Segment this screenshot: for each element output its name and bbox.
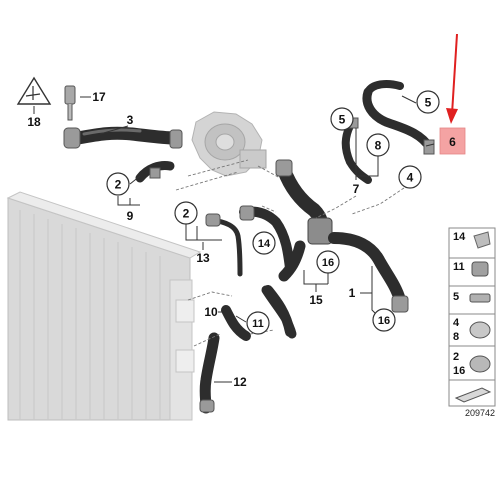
red-arrow-icon <box>446 33 458 124</box>
hose-12 <box>199 332 220 414</box>
connector-lines <box>175 159 405 347</box>
label-12: 12 <box>233 375 247 389</box>
callout-5-a: 5 <box>330 107 354 131</box>
svg-text:2: 2 <box>183 207 190 221</box>
callout-16-a: 16 <box>316 250 340 274</box>
hose-1 <box>328 232 409 313</box>
callout-14: 14 <box>252 231 276 255</box>
clip-icon <box>473 231 491 249</box>
svg-text:4: 4 <box>453 317 460 329</box>
svg-text:8: 8 <box>453 331 459 343</box>
label-10: 10 <box>204 305 218 319</box>
hose-main <box>263 159 333 337</box>
svg-text:5: 5 <box>425 96 432 110</box>
svg-text:2: 2 <box>453 351 459 363</box>
callout-8: 8 <box>366 133 390 157</box>
hose-clamp-icon <box>469 321 491 339</box>
warning-triangle-icon <box>16 76 52 105</box>
sleeve-icon <box>469 293 491 303</box>
svg-text:16: 16 <box>453 365 465 377</box>
svg-text:2: 2 <box>115 178 122 192</box>
svg-text:16: 16 <box>322 257 334 269</box>
hose-3 <box>63 126 183 149</box>
svg-text:11: 11 <box>453 261 465 273</box>
label-18: 18 <box>27 115 41 129</box>
label-7: 7 <box>353 182 360 196</box>
clamp-icon <box>471 261 489 277</box>
sensor-17 <box>64 85 76 121</box>
callout-11: 11 <box>246 311 270 335</box>
callout-2-b: 2 <box>174 201 198 225</box>
hose-11 <box>221 285 297 341</box>
svg-text:11: 11 <box>252 318 264 330</box>
parts-legend: 14 11 5 4 8 2 16 <box>448 227 496 407</box>
label-15: 15 <box>309 293 323 307</box>
hose-9 <box>135 161 175 183</box>
label-13: 13 <box>196 251 210 265</box>
svg-text:5: 5 <box>339 113 346 127</box>
turbocharger <box>191 111 267 177</box>
radiator <box>6 191 202 421</box>
svg-text:8: 8 <box>375 139 382 153</box>
hose-6 <box>362 80 435 155</box>
hose-13 <box>205 213 243 277</box>
reference-number: 209742 <box>465 408 495 418</box>
highlight-part-6: 6 <box>439 127 466 155</box>
svg-text:14: 14 <box>258 238 271 250</box>
svg-text:5: 5 <box>453 291 459 303</box>
spring-clamp-icon <box>469 355 491 373</box>
gasket-icon <box>454 387 492 403</box>
label-1: 1 <box>349 286 356 300</box>
callout-2-a: 2 <box>106 172 130 196</box>
svg-text:14: 14 <box>453 231 466 243</box>
svg-text:6: 6 <box>449 135 456 149</box>
hose-14 <box>239 205 295 273</box>
svg-text:16: 16 <box>378 315 390 327</box>
label-9: 9 <box>127 209 134 223</box>
callout-16-b: 16 <box>372 308 396 332</box>
label-3: 3 <box>127 113 134 127</box>
label-17: 17 <box>92 90 106 104</box>
svg-text:4: 4 <box>407 171 414 185</box>
callout-5-b: 5 <box>416 90 440 114</box>
callout-4: 4 <box>398 165 422 189</box>
